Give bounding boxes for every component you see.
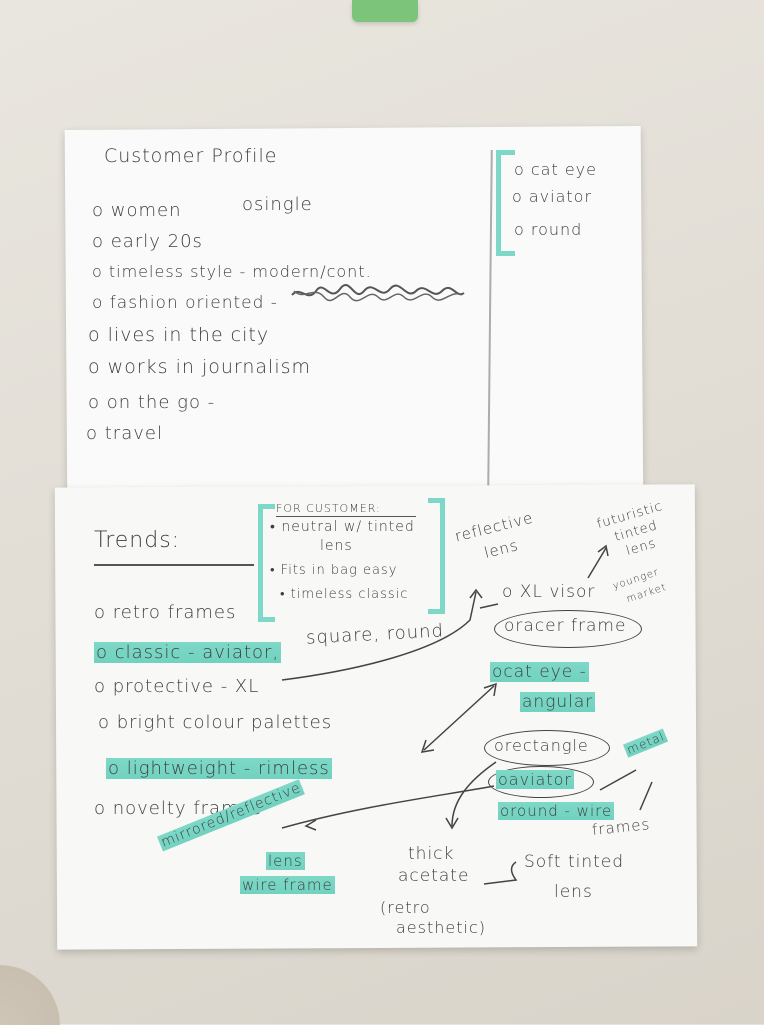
arrow-rimless-head-a — [420, 739, 435, 753]
profile-item-style: o timeless style - modern/cont. — [92, 262, 372, 281]
trends-underline — [94, 564, 254, 566]
trend-protective-xl: o protective - XL — [94, 676, 260, 697]
arrow-novelty-to-aviator — [281, 785, 495, 829]
profile-item-city: o lives in the city — [88, 324, 270, 346]
customer-note-bracket-right — [428, 498, 445, 614]
aesthetic-label: aesthetic) — [396, 918, 486, 937]
arrow-novelty-to-aviator-head — [304, 819, 317, 831]
aviator-oval — [488, 766, 594, 798]
customer-note-fits: • Fits in bag easy — [270, 563, 398, 578]
cat-eye-angular-label: ocat eye - — [490, 662, 589, 682]
profile-item-journalism: o works in journalism — [88, 356, 312, 378]
trends-title: Trends: — [94, 528, 181, 553]
profile-item-age: o early 20s — [92, 231, 203, 252]
trend-lightweight-highlight: o lightweight - rimless — [106, 758, 332, 779]
round-wire-label: oround - wire — [498, 802, 615, 820]
trend-lightweight-rimless: o lightweight - rimless — [106, 758, 332, 779]
customer-note-bracket-left — [258, 504, 275, 622]
xl-visor-label: o XL visor — [502, 582, 596, 602]
racer-frame-oval — [494, 610, 642, 648]
rectangle-label: orectangle — [494, 736, 589, 755]
arrow-to-futuristic-head — [597, 544, 609, 557]
profile-item-fashion: o fashion oriented - — [92, 293, 278, 313]
round-wire-highlight: oround - wire — [498, 802, 615, 820]
shape-round: o round — [514, 220, 583, 239]
soft-lens-label: lens — [554, 882, 593, 902]
cat-eye-highlight: ocat eye - — [490, 662, 589, 682]
angular-highlight: angular — [520, 692, 596, 712]
aviator-label: oaviator — [496, 770, 574, 789]
mirrored-lens-highlight: lens — [266, 852, 305, 870]
racer-frame-label: oracer frame — [504, 616, 627, 636]
acetate-label: acetate — [398, 866, 470, 886]
arrow-aviator-to-metal — [599, 769, 637, 791]
arrow-protective-to-visor — [281, 591, 477, 681]
shape-aviator: o aviator — [512, 187, 593, 206]
mirrored-lens-label: lens — [266, 852, 305, 870]
arrow-rimless-cat-eye — [423, 685, 495, 751]
aviator-highlight: oaviator — [496, 770, 574, 789]
green-box-corner — [352, 0, 418, 22]
customer-note-neutral: • neutral w/ tinted — [270, 519, 415, 535]
arrow-protective-to-visor-head — [469, 588, 483, 599]
trend-bright-colour: o bright colour palettes — [98, 712, 333, 733]
profile-item-travel: o travel — [86, 423, 163, 444]
arrow-wire-to-metal — [639, 781, 653, 811]
wire-frame-highlight: wire frame — [240, 876, 335, 894]
arrow-cat-eye-head-b — [483, 682, 497, 697]
arrow-visor-left — [479, 603, 499, 609]
profile-item-women: o women — [92, 200, 182, 221]
profile-item-on-the-go: o on the go - — [88, 392, 216, 413]
trend-retro-frames: o retro frames — [94, 602, 237, 623]
trend-classic-aviator-highlight: o classic - aviator, — [94, 642, 282, 663]
arrow-thick-to-soft — [483, 861, 518, 885]
profile-item-single: osingle — [242, 194, 313, 215]
customer-note-lens: lens — [320, 538, 353, 554]
soft-tinted-label: Soft tinted — [524, 852, 625, 872]
arrow-rectangle-to-thick-head — [445, 817, 459, 830]
customer-note-timeless: • timeless classic — [280, 587, 409, 602]
arrow-rectangle-to-thick — [451, 761, 497, 827]
carpet-corner — [0, 955, 70, 1025]
shape-cat-eye: o cat eye — [514, 160, 597, 179]
shapes-bracket — [496, 150, 515, 256]
scribbled-out-text — [291, 284, 465, 302]
retro-label: (retro — [380, 898, 431, 917]
trend-classic-aviator: o classic - aviator, — [94, 642, 282, 663]
customer-note-heading: FOR CUSTOMER: — [276, 502, 381, 515]
thick-label: thick — [408, 844, 455, 864]
wire-frame-label: wire frame — [240, 876, 335, 894]
angular-label: angular — [520, 692, 596, 712]
customer-profile-title: Customer Profile — [104, 145, 278, 167]
customer-note-underline — [276, 516, 416, 517]
arrow-to-futuristic — [587, 547, 607, 579]
